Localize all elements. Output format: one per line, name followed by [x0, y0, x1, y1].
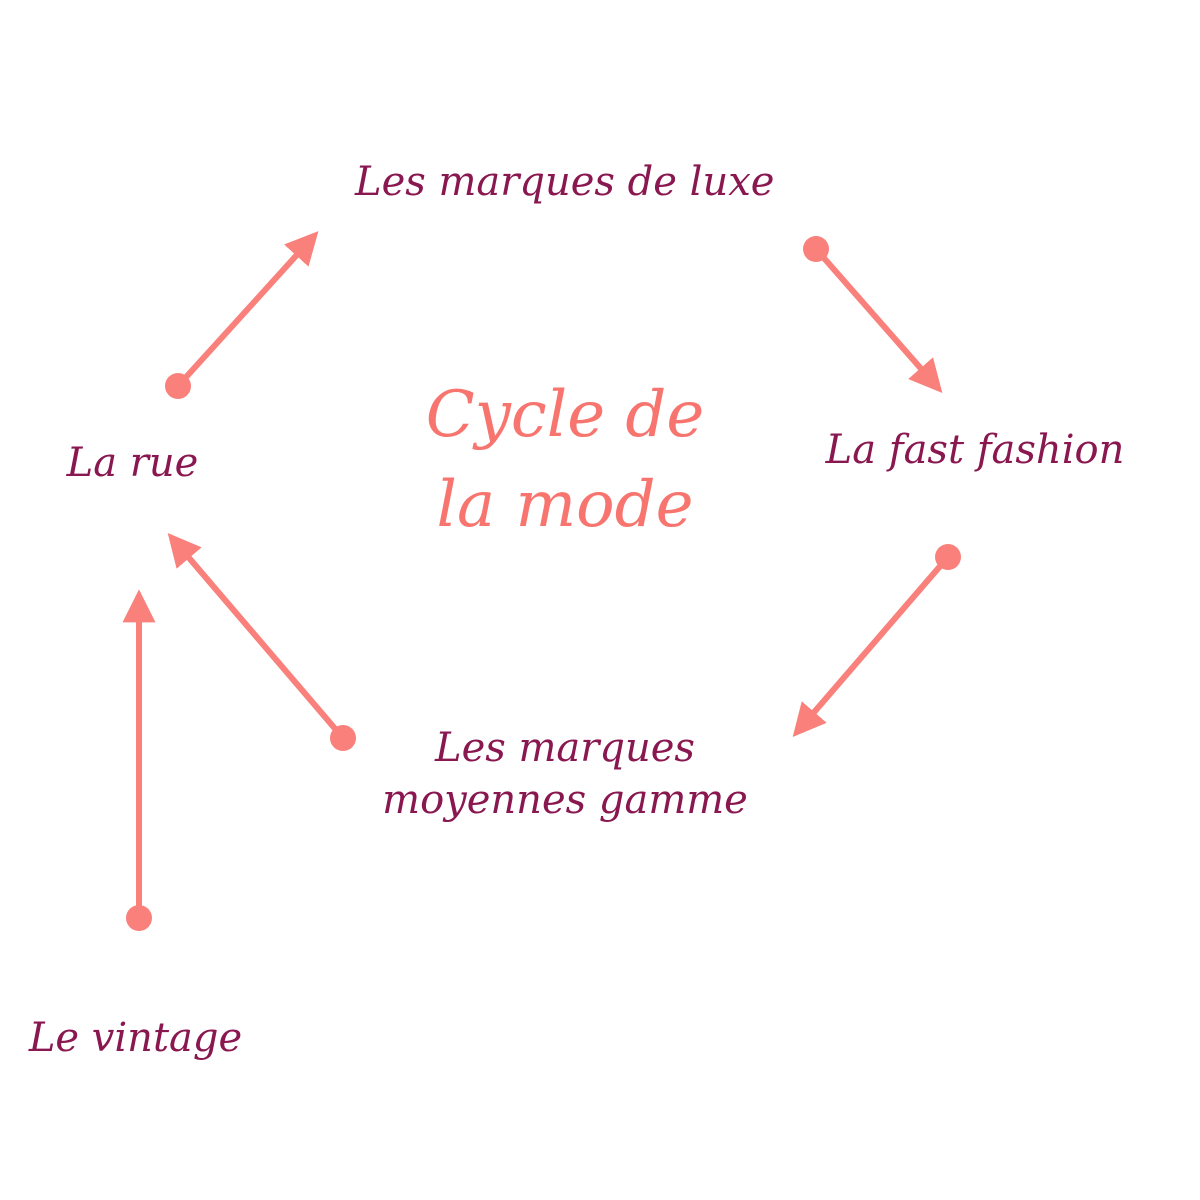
arrow-luxe-to-fast-fashion: [803, 236, 943, 393]
node-fast-fashion: La fast fashion: [825, 427, 1125, 473]
arrow-fast-fashion-to-moyennes: [792, 544, 961, 737]
node-luxe: Les marques de luxe: [355, 159, 775, 205]
arrow-rue-to-luxe: [165, 231, 319, 399]
node-moyennes-line-1: Les marques: [435, 725, 695, 771]
title-line-1: Cycle de: [425, 378, 705, 452]
diagram-title: Cycle de la mode: [380, 370, 750, 550]
node-vintage: Le vintage: [28, 1015, 243, 1061]
node-moyennes-line-2: moyennes gamme: [382, 777, 748, 823]
node-moyennes-gamme: Les marques moyennes gamme: [380, 722, 750, 826]
node-rue: La rue: [66, 440, 199, 486]
arrow-vintage-to-rue: [122, 589, 156, 931]
arrow-moyennes-to-rue: [167, 532, 356, 751]
title-line-2: la mode: [436, 468, 694, 542]
